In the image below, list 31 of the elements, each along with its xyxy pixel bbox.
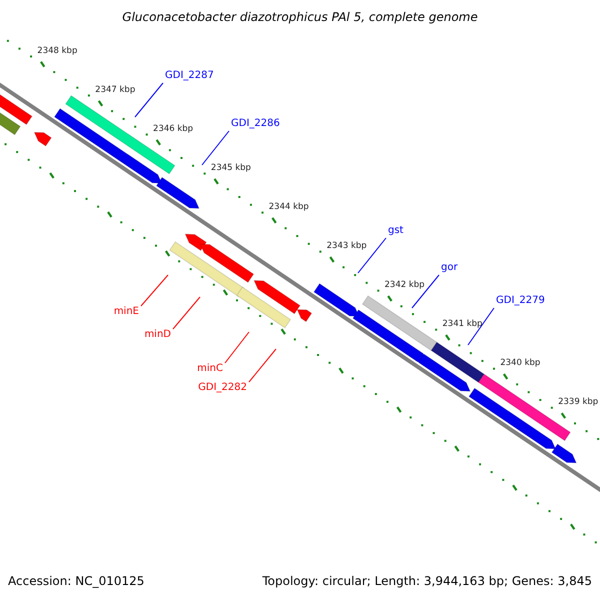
accession-text: Accession: NC_010125 <box>8 574 144 588</box>
leader-line <box>134 82 164 118</box>
tick-label: 2346 kbp <box>153 124 194 134</box>
gene-label: GDI_2287 <box>165 70 214 82</box>
tick-label: 2340 kbp <box>500 358 540 368</box>
leader-line <box>202 130 230 166</box>
leader-line <box>412 274 440 308</box>
gene-label: GDI_2282 <box>198 382 247 394</box>
tick-label: 2347 kbp <box>95 85 136 96</box>
tick-label: 2342 kbp <box>384 280 425 290</box>
gene-label: minC <box>197 363 223 375</box>
leader-line <box>172 296 200 330</box>
gene-label: GDI_2286 <box>231 118 280 130</box>
tick-label: 2339 kbp <box>558 397 598 408</box>
tick-label: 2348 kbp <box>37 46 78 56</box>
gene-label: gst <box>388 225 404 237</box>
leader-line <box>248 348 276 382</box>
leader-line <box>358 238 386 274</box>
gene-label: gor <box>441 262 458 274</box>
topology-text: Topology: circular; Length: 3,944,163 bp; Genes: 3,845 <box>262 574 592 588</box>
tick-label: 2344 kbp <box>268 202 309 212</box>
tick-label: 2341 kbp <box>442 319 482 330</box>
leader-line <box>140 274 168 306</box>
tick-label: 2343 kbp <box>326 241 367 252</box>
tick-label: 2345 kbp <box>210 163 251 174</box>
leader-line <box>224 332 250 364</box>
gene-label: minE <box>114 306 139 318</box>
gene-label: minD <box>144 329 171 341</box>
gene-label: GDI_2279 <box>496 295 545 307</box>
leader-line <box>468 308 494 346</box>
title: Gluconacetobacter diazotrophicus PAl 5, complete genome <box>121 10 479 24</box>
